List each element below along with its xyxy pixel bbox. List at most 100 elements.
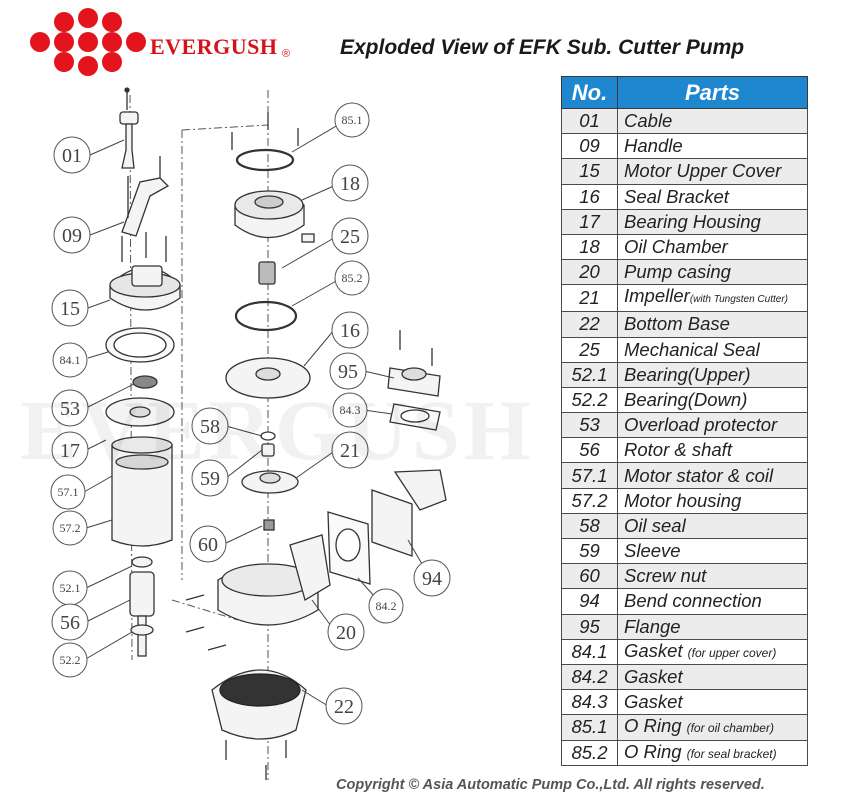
part-name: Gasket	[624, 666, 683, 688]
part-name: O Ring	[624, 715, 682, 737]
part-name: Screw nut	[624, 565, 707, 587]
part-name: Bearing Housing	[624, 210, 761, 232]
part-name-cell: Flange	[617, 613, 808, 640]
callout-52-2: 52.2	[52, 642, 88, 678]
svg-text:85.1: 85.1	[342, 113, 363, 127]
callout-95: 95	[329, 352, 367, 390]
part-number: 85.2	[561, 739, 618, 766]
part-name-cell: Impeller(with Tungsten Cutter)	[617, 284, 808, 313]
part-note: (for upper cover)	[687, 645, 777, 660]
part-name-cell: Bearing(Upper)	[617, 361, 808, 388]
part-number: 84.1	[561, 638, 618, 665]
table-row: 84.1 Gasket (for upper cover)	[561, 638, 808, 665]
part-number: 59	[561, 537, 618, 565]
part-name-cell: Pump casing	[617, 259, 808, 286]
part-number: 09	[561, 133, 618, 160]
part-name-cell: Overload protector	[617, 412, 808, 439]
part-name: Impeller	[624, 285, 690, 307]
callout-53: 53	[51, 389, 89, 427]
copyright: Copyright © Asia Automatic Pump Co.,Ltd.…	[336, 777, 765, 793]
part-number: 21	[561, 284, 618, 313]
page-title: Exploded View of EFK Sub. Cutter Pump	[340, 36, 745, 59]
part-name-cell: Screw nut	[617, 563, 808, 590]
part-name: Bottom Base	[624, 313, 730, 335]
part-name-cell: Motor stator & coil	[617, 462, 808, 489]
svg-text:85.2: 85.2	[342, 271, 363, 285]
part-number: 16	[561, 183, 618, 210]
brand-name: EVERGUSH	[150, 34, 278, 59]
part-name-cell: Motor housing	[617, 487, 808, 514]
part-name-cell: O Ring(for seal bracket)	[617, 739, 808, 766]
callout-84-2: 84.2	[368, 588, 404, 624]
part-name: Bearing(Upper)	[624, 363, 751, 385]
svg-text:56: 56	[60, 612, 80, 634]
part-name-cell: Bottom Base	[617, 311, 808, 338]
svg-text:95: 95	[338, 361, 358, 383]
part-name: Overload protector	[624, 414, 778, 436]
callout-21: 21	[331, 431, 369, 469]
part-name-cell: Oil seal	[617, 512, 808, 540]
part-number: 57.2	[561, 487, 618, 514]
part-name: Oil seal	[624, 514, 686, 536]
part-number: 20	[561, 259, 618, 286]
part-name-cell: Gasket	[617, 663, 808, 691]
callout-52-1: 52.1	[52, 570, 88, 606]
callout-85-1: 85.1	[334, 102, 370, 138]
svg-text:20: 20	[336, 622, 356, 644]
callout-17: 17	[51, 431, 89, 469]
part-name-cell: Bearing Housing	[617, 208, 808, 235]
part-number: 58	[561, 512, 618, 540]
part-note: (with Tungsten Cutter)	[689, 294, 788, 306]
registered-mark: ®	[282, 48, 291, 60]
svg-text:01: 01	[62, 145, 82, 167]
center-parts	[185, 112, 331, 780]
callout-22: 22	[325, 687, 363, 725]
table-row: 58 Oil seal	[561, 512, 808, 540]
part-name-cell: Oil Chamber	[617, 233, 808, 261]
part-number: 17	[561, 208, 618, 235]
svg-text:59: 59	[200, 468, 220, 490]
svg-text:58: 58	[200, 416, 220, 438]
part-name: Bearing(Down)	[624, 388, 748, 410]
part-name-cell: Seal Bracket	[617, 183, 808, 210]
callout-58: 58	[191, 407, 229, 445]
callout-84-3: 84.3	[332, 392, 368, 428]
part-name: Handle	[624, 135, 683, 157]
part-note: (for oil chamber)	[686, 721, 774, 736]
callout-25: 25	[331, 217, 369, 255]
callout-57-2: 57.2	[52, 510, 88, 546]
part-name-cell: Gasket (for upper cover)	[617, 638, 808, 665]
part-name: Seal Bracket	[624, 185, 729, 207]
table-row: 17 Bearing Housing	[561, 208, 808, 235]
svg-text:16: 16	[340, 320, 360, 342]
svg-text:60: 60	[198, 534, 218, 556]
part-name: Bend connection	[624, 590, 762, 612]
part-name: Motor Upper Cover	[624, 160, 782, 182]
logo-dots	[30, 8, 146, 76]
part-name: Gasket	[624, 639, 683, 661]
callout-16: 16	[331, 311, 369, 349]
table-row: 16 Seal Bracket	[561, 183, 808, 210]
header-no: No.	[561, 76, 618, 109]
svg-text:17: 17	[60, 440, 80, 462]
part-number: 60	[561, 563, 618, 590]
callouts: 01 09 15 84.1 53 17 57.1 57.2 52.1 56 52…	[50, 102, 451, 725]
part-name: Mechanical Seal	[624, 338, 760, 360]
callout-01: 01	[53, 136, 91, 174]
svg-text:94: 94	[422, 568, 442, 590]
part-name: Flange	[624, 615, 681, 637]
part-name: Motor stator & coil	[624, 464, 774, 486]
